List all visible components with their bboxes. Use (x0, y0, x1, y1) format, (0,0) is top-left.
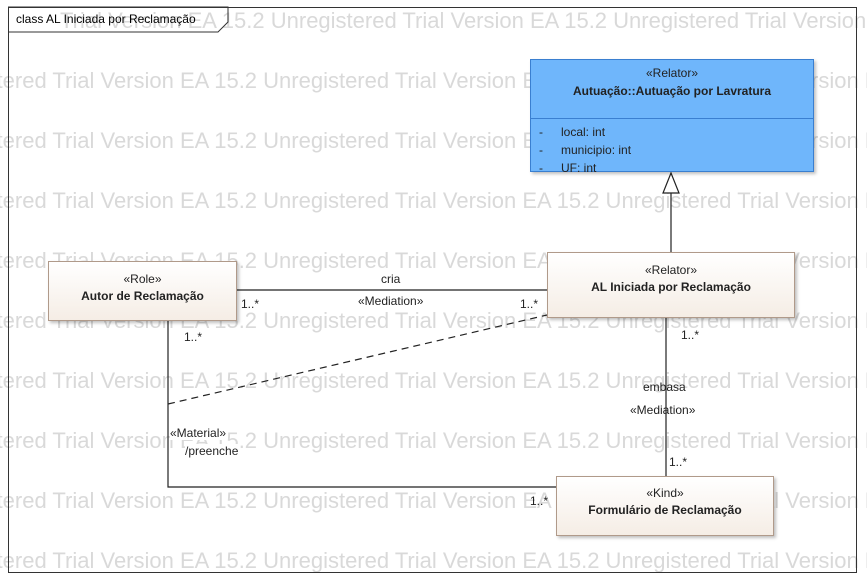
visibility-marker: - (539, 161, 543, 175)
class-name: Autor de Reclamação (81, 289, 204, 303)
class-al-iniciada-por-reclamacao[interactable]: «Relator» AL Iniciada por Reclamação (547, 252, 795, 318)
attribute-text: local: int (561, 125, 606, 139)
stereotype-label: «Kind» (646, 486, 684, 500)
attribute-row[interactable]: - municipio: int (531, 141, 813, 159)
association-name-embasa: embasa (643, 380, 686, 394)
attribute-list: - local: int - municipio: int - UF: int (531, 119, 813, 177)
class-header: «Relator» Autuação::Autuação por Lavratu… (531, 66, 813, 119)
attribute-text: municipio: int (561, 143, 632, 157)
attribute-row[interactable]: - local: int (531, 123, 813, 141)
class-name: AL Iniciada por Reclamação (591, 280, 751, 294)
class-autor-de-reclamacao[interactable]: «Role» Autor de Reclamação (48, 261, 237, 321)
class-name: Formulário de Reclamação (588, 503, 742, 517)
association-stereotype-cria: «Mediation» (358, 294, 424, 308)
multiplicity-cria-target: 1..* (520, 297, 539, 311)
attribute-row[interactable]: - UF: int (531, 159, 813, 177)
attribute-text: UF: int (561, 161, 597, 175)
preenche-association-line[interactable] (167, 321, 556, 488)
material-dependency-dashed-line[interactable] (167, 314, 548, 405)
multiplicity-embasa-source: 1..* (681, 328, 700, 342)
generalization-arrowhead (662, 171, 680, 194)
multiplicity-embasa-target: 1..* (669, 455, 688, 469)
stereotype-label: «Relator» (644, 263, 698, 277)
stereotype-label: «Relator» (645, 66, 699, 80)
class-name: Autuação::Autuação por Lavratura (572, 84, 772, 98)
visibility-marker: - (539, 125, 543, 139)
multiplicity-preenche-target: 1..* (530, 494, 549, 508)
class-formulario-de-reclamacao[interactable]: «Kind» Formulário de Reclamação (556, 476, 774, 536)
multiplicity-cria-source: 1..* (241, 297, 260, 311)
diagram-frame (8, 7, 857, 573)
frame-title: class AL Iniciada por Reclamação (16, 12, 196, 26)
class-autuacao-por-lavratura[interactable]: «Relator» Autuação::Autuação por Lavratu… (530, 59, 814, 175)
association-name-cria: cria (381, 272, 401, 286)
stereotype-label: «Role» (123, 272, 162, 286)
association-stereotype-embasa: «Mediation» (630, 403, 696, 417)
visibility-marker: - (539, 143, 543, 157)
association-name-preenche: /preenche (185, 444, 239, 458)
multiplicity-preenche-source: 1..* (184, 330, 203, 344)
association-stereotype-preenche: «Material» (170, 426, 227, 440)
